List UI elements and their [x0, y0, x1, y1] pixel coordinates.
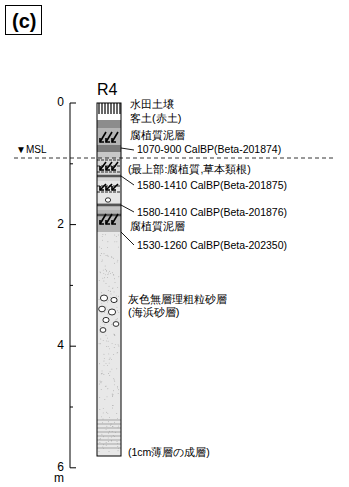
layers [97, 103, 121, 456]
layer-name: 腐植質泥層 [130, 220, 185, 233]
depth-tick [70, 346, 76, 347]
date-label: 1530-1260 CalBP(Beta-202350) [137, 239, 287, 251]
layer [97, 120, 121, 128]
column-outline [97, 103, 121, 456]
layer [97, 158, 121, 181]
layer [97, 152, 121, 158]
depth-tick [70, 285, 73, 286]
layer [97, 232, 121, 456]
note: (最上部:腐植質,草本類根) [128, 163, 251, 175]
leader-line [121, 148, 134, 150]
root-symbols [100, 132, 118, 224]
depth-unit: m [54, 472, 64, 486]
panel-label: (c) [12, 11, 35, 31]
leader-line [121, 176, 134, 185]
depth-tick [70, 467, 76, 468]
layer-name: 客土(赤土) [130, 112, 181, 125]
depth-tick [70, 163, 73, 164]
panel-label-box: (c) [5, 5, 42, 35]
leader-line [121, 205, 134, 212]
depth-tick [70, 407, 73, 408]
layer [97, 128, 121, 145]
pebbles [99, 198, 119, 333]
layer-name: 灰色無層理粗粒砂層 (海浜砂層) [128, 293, 243, 318]
layer [97, 145, 121, 152]
depth-number: 0 [57, 96, 64, 110]
date-label: 1580-1410 CalBP(Beta-201876) [137, 206, 287, 218]
layer-name: 水田土壌 [130, 98, 174, 111]
layer [97, 210, 121, 232]
laminae [97, 420, 121, 448]
paddy-stripes [99, 103, 120, 114]
note: (1cm薄層の成層) [128, 446, 210, 458]
sample-band [97, 204, 121, 207]
leader-line [121, 232, 134, 245]
msl-label: ▼MSL [16, 144, 46, 156]
msl-line [14, 158, 335, 159]
layer [97, 203, 121, 210]
sand-stipple [99, 234, 120, 452]
layer [97, 181, 121, 203]
sample-band [97, 175, 121, 178]
date-label: 1070-900 CalBP(Beta-201874) [137, 143, 281, 155]
date-label: 1580-1410 CalBP(Beta-201875) [137, 179, 287, 191]
layer-name: 腐植質泥層 [130, 129, 185, 142]
depth-number: 2 [57, 218, 64, 232]
hatch [97, 160, 121, 192]
depth-tick [70, 103, 76, 104]
core-name: R4 [97, 81, 117, 99]
depth-number: 4 [57, 339, 64, 353]
depth-tick [70, 224, 76, 225]
